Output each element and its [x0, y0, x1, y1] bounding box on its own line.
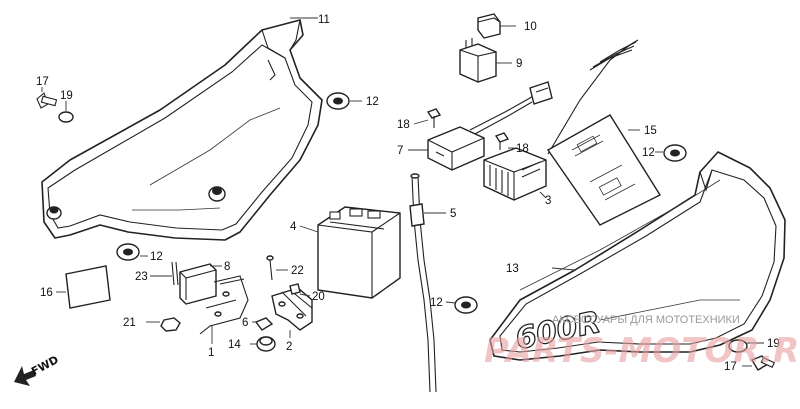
callout-19-left: 19 — [60, 90, 73, 102]
forward-arrow-icon: FWD — [14, 353, 61, 386]
callout-labels: 11 10 9 12 17 19 18 7 18 15 12 3 5 4 12 … — [36, 14, 780, 373]
caution-label — [546, 114, 662, 226]
bolt-18-upper — [413, 108, 442, 128]
left-side-cover — [41, 17, 323, 241]
callout-15: 15 — [644, 125, 657, 137]
watermark-text: АКСЕССУАРЫ ДЛЯ МОТОТЕХНИКИ — [552, 314, 740, 326]
callout-11: 11 — [318, 14, 330, 26]
callout-10: 10 — [524, 21, 537, 33]
grommet-center — [445, 296, 478, 314]
bolt-18-lower — [494, 132, 514, 150]
callout-23: 23 — [135, 271, 148, 283]
grommet-lower-left — [116, 243, 148, 261]
callout-4: 4 — [290, 221, 297, 233]
callout-18-upper: 18 — [397, 119, 410, 131]
callout-17-right: 17 — [724, 361, 737, 373]
nut-21 — [146, 317, 181, 332]
battery — [299, 206, 401, 299]
callout-18-lower: 18 — [516, 143, 529, 155]
callout-3: 3 — [545, 195, 551, 207]
callout-6: 6 — [242, 317, 248, 329]
screw-and-washer-left — [36, 87, 74, 123]
callout-20: 20 — [312, 291, 325, 303]
callout-12-right: 12 — [642, 147, 655, 159]
direction-label: FWD — [29, 353, 61, 378]
callout-22: 22 — [291, 265, 304, 277]
grommet-right — [655, 144, 687, 162]
battery-breather-tube — [409, 173, 446, 393]
screw-and-washer-right — [728, 339, 776, 371]
callout-8: 8 — [224, 261, 230, 273]
callout-9: 9 — [516, 58, 522, 70]
plate-16 — [56, 265, 111, 309]
rectifier — [483, 147, 547, 201]
pin-23 — [150, 261, 179, 286]
callout-17-left: 17 — [36, 76, 49, 88]
relay-unit — [459, 38, 512, 83]
callout-19-right: 19 — [767, 338, 780, 350]
callout-2: 2 — [286, 341, 292, 353]
callout-12-lower: 12 — [150, 251, 163, 263]
callout-7: 7 — [397, 145, 403, 157]
callout-13: 13 — [506, 263, 519, 275]
callout-5: 5 — [450, 208, 456, 220]
watermark-logo: PARTS-MOTOR.RU — [484, 331, 800, 371]
pin-22 — [266, 255, 288, 281]
battery-bracket — [179, 263, 249, 344]
cdi-unit — [408, 126, 485, 171]
clip-6 — [252, 317, 274, 331]
callout-12-upper: 12 — [366, 96, 379, 108]
cushion-14 — [250, 336, 276, 352]
callout-14: 14 — [228, 339, 241, 351]
mounting-plate — [271, 287, 313, 338]
bolt-20 — [289, 283, 311, 297]
watermark: PARTS-MOTOR.RU АКСЕССУАРЫ ДЛЯ МОТОТЕХНИК… — [484, 314, 800, 371]
grommet-upper-left — [326, 92, 362, 110]
callout-12-center: 12 — [430, 297, 443, 309]
relay-cap — [477, 13, 516, 39]
callout-1: 1 — [208, 347, 214, 359]
wiring-harness — [469, 39, 639, 155]
callout-21: 21 — [123, 317, 136, 329]
callout-16: 16 — [40, 287, 53, 299]
